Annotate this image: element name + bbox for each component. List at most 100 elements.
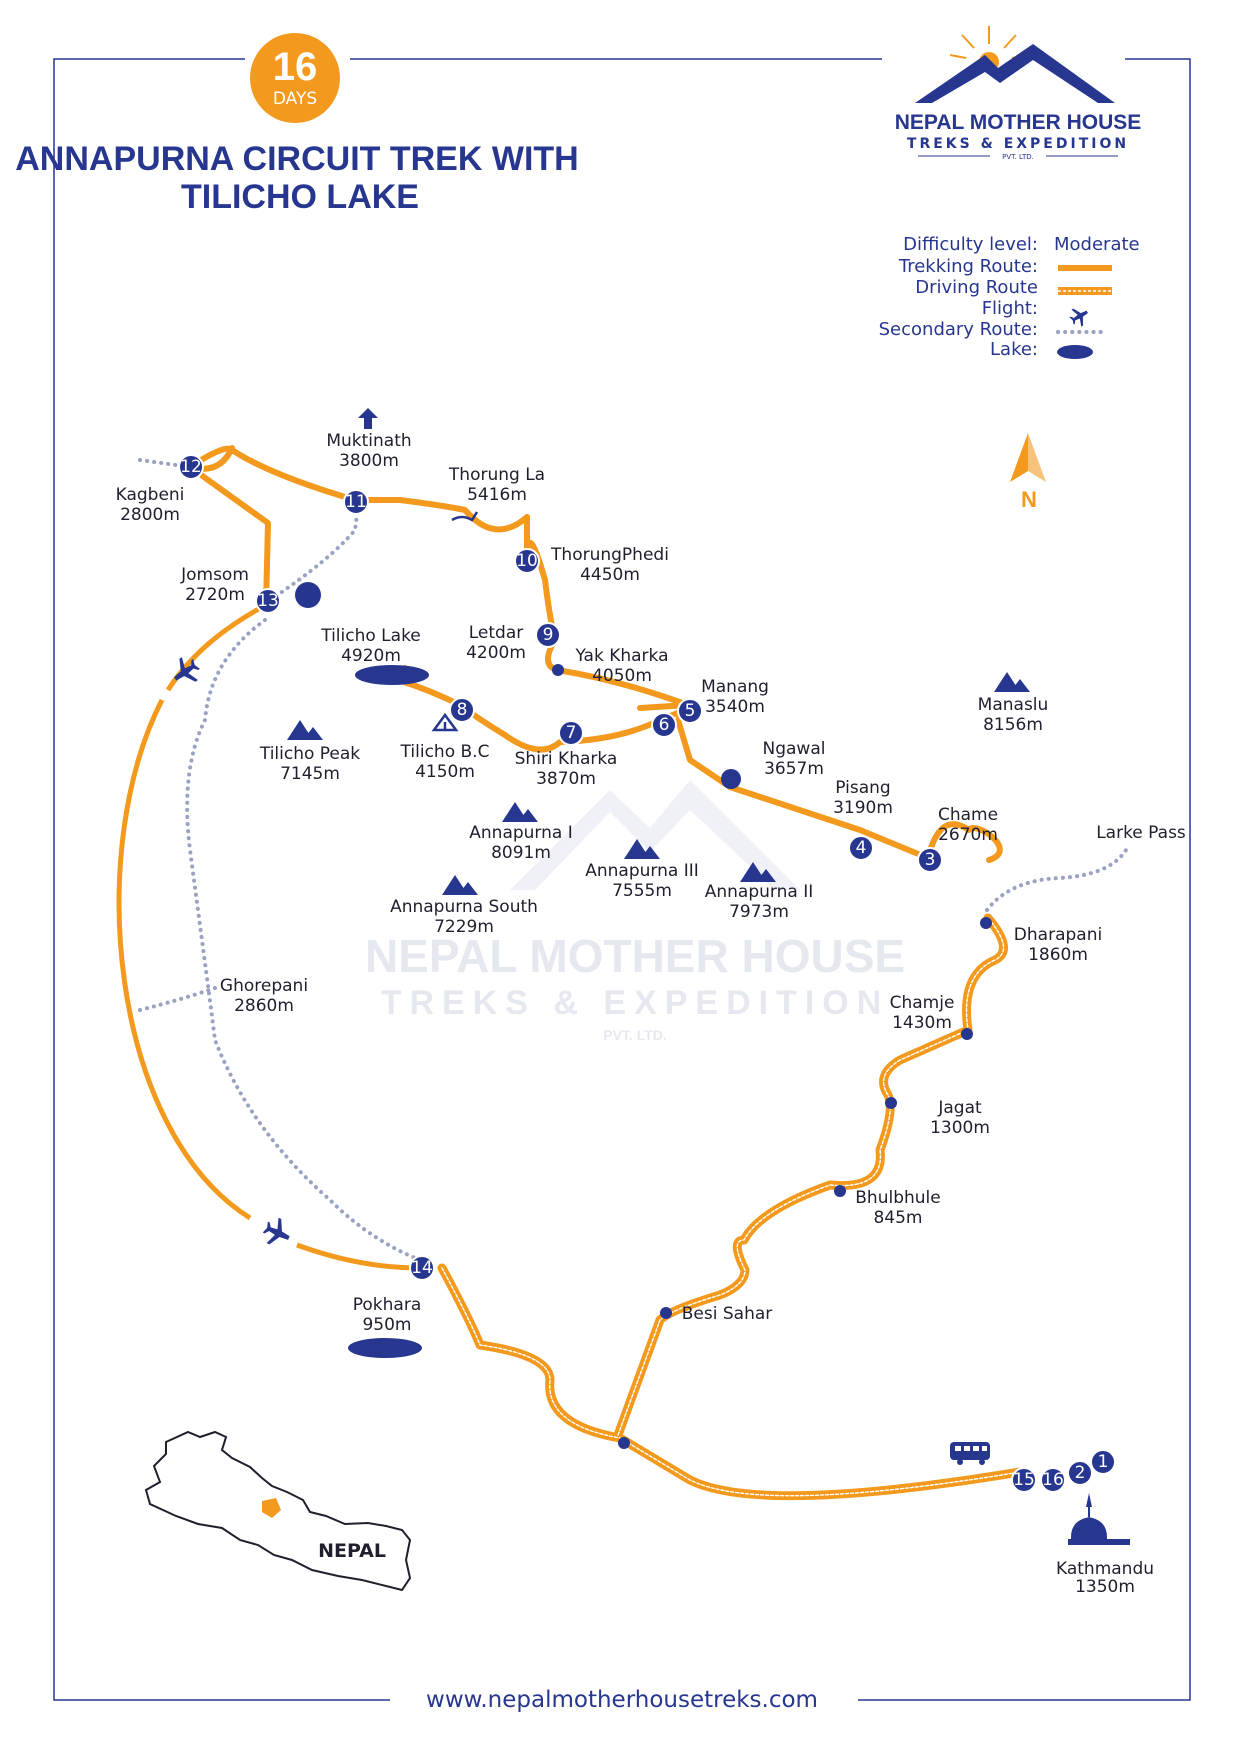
label-muktinath: Muktinath (326, 431, 411, 451)
svg-text:7: 7 (566, 723, 577, 743)
label-larke-pass: Larke Pass (1096, 823, 1186, 843)
legend-difficulty-value: Moderate (1054, 234, 1140, 255)
inset-country-label: NEPAL (318, 1540, 386, 1562)
label-jagat-alt: 1300m (930, 1118, 990, 1138)
label-pisang-alt: 3190m (833, 798, 893, 818)
brand-suffix: PVT. LTD. (1002, 153, 1034, 161)
flight-plane-icon-south (259, 1214, 295, 1251)
stop-marker-9: 9 (535, 622, 561, 648)
label-pisang: Pisang (835, 778, 890, 798)
svg-text:14: 14 (411, 1258, 433, 1278)
stop-marker-6: 6 (651, 712, 677, 738)
watermark: NEPAL MOTHER HOUSE TREKS & EXPEDITION PV… (365, 780, 905, 1043)
stop-marker-5: 5 (677, 698, 703, 724)
label-besi-sahar: Besi Sahar (682, 1304, 773, 1324)
route-dots (552, 664, 992, 1449)
label-manang: Manang (701, 677, 769, 697)
label-thorung-la: Thorung La (448, 465, 545, 485)
label-annapurna-3-alt: 7555m (612, 881, 672, 901)
mountain-icon-manaslu (994, 672, 1030, 692)
legend: Difficulty level: Moderate Trekking Rout… (879, 234, 1140, 360)
label-kagbeni-alt: 2800m (120, 505, 180, 525)
pass-icon (451, 511, 479, 522)
label-tilicho-bc-alt: 4150m (415, 762, 475, 782)
label-kathmandu-alt: 1350m (1075, 1577, 1135, 1597)
svg-text:3: 3 (925, 850, 936, 870)
label-annapurna-2-alt: 7973m (729, 902, 789, 922)
stop-marker-2: 2 (1067, 1460, 1093, 1486)
label-yak-kharka: Yak Kharka (574, 646, 668, 666)
label-jagat: Jagat (937, 1098, 982, 1118)
label-kathmandu: Kathmandu (1056, 1559, 1154, 1579)
label-annapurna-south-alt: 7229m (434, 917, 494, 937)
stop-marker-16: 16 (1040, 1467, 1066, 1493)
website-url[interactable]: www.nepalmotherhousetreks.com (426, 1687, 818, 1713)
place-labels: Muktinath 3800m Thorung La 5416m Kagbeni… (116, 431, 1186, 1597)
tilicho-lake-icon (355, 665, 429, 685)
duration-number: 16 (273, 45, 318, 89)
mountain-icon-annapurna-1 (502, 802, 538, 822)
airport-icon (295, 582, 321, 608)
mountain-icon-annapurna-south (442, 875, 478, 895)
stop-marker-3: 3 (917, 847, 943, 873)
label-pokhara-alt: 950m (362, 1315, 411, 1335)
legend-trekking-label: Trekking Route: (898, 256, 1038, 277)
label-annapurna-1-alt: 8091m (491, 843, 551, 863)
label-shiri-kharka: Shiri Kharka (515, 749, 618, 769)
svg-text:1: 1 (1098, 1452, 1109, 1472)
label-muktinath-alt: 3800m (339, 451, 399, 471)
label-manaslu: Manaslu (978, 695, 1049, 715)
stupa-icon (1068, 1493, 1130, 1545)
label-chamje-alt: 1430m (892, 1013, 952, 1033)
label-bhulbhule: Bhulbhule (855, 1188, 940, 1208)
svg-text:15: 15 (1013, 1470, 1035, 1490)
legend-lake-icon (1057, 345, 1093, 359)
brand-logo: NEPAL MOTHER HOUSE TREKS & EXPEDITION PV… (895, 26, 1142, 161)
svg-text:11: 11 (345, 492, 367, 512)
label-chamje: Chamje (890, 993, 955, 1013)
stop-marker-14: 14 (409, 1255, 435, 1281)
label-chame: Chame (938, 805, 998, 825)
stop-markers: 1 2 3 4 5 6 7 8 9 10 11 12 13 14 15 16 (178, 454, 1116, 1493)
svg-text:NEPAL MOTHER HOUSE: NEPAL MOTHER HOUSE (365, 930, 905, 982)
label-kagbeni: Kagbeni (116, 485, 185, 505)
svg-text:8: 8 (457, 700, 468, 720)
annapurna-region-marker (262, 1498, 281, 1518)
stop-marker-13: 13 (255, 588, 281, 614)
legend-flight-label: Flight: (982, 298, 1038, 319)
label-manaslu-alt: 8156m (983, 715, 1043, 735)
label-tilicho-lake-alt: 4920m (341, 646, 401, 666)
label-thorung-phedi-alt: 4450m (580, 565, 640, 585)
legend-difficulty-label: Difficulty level: (903, 234, 1038, 255)
label-tilicho-lake: Tilicho Lake (320, 626, 421, 646)
legend-plane-icon (1066, 303, 1093, 330)
label-thorung-phedi: ThorungPhedi (550, 545, 669, 565)
label-pokhara: Pokhara (353, 1295, 422, 1315)
svg-text:4: 4 (856, 838, 867, 858)
brand-tagline: TREKS & EXPEDITION (907, 136, 1129, 152)
label-letdar-alt: 4200m (466, 643, 526, 663)
pokhara-lake-icon (348, 1338, 422, 1358)
label-ghorepani: Ghorepani (220, 976, 308, 996)
label-manang-alt: 3540m (705, 697, 765, 717)
label-shiri-kharka-alt: 3870m (536, 769, 596, 789)
brand-name: NEPAL MOTHER HOUSE (895, 111, 1142, 134)
stop-marker-11: 11 (343, 489, 369, 515)
legend-secondary-label: Secondary Route: (879, 319, 1038, 340)
svg-text:16: 16 (1042, 1470, 1064, 1490)
label-bhulbhule-alt: 845m (873, 1208, 922, 1228)
stop-marker-10: 10 (514, 548, 540, 574)
map-title-line2: TILICHO LAKE (181, 178, 419, 216)
nepal-inset-map: NEPAL (144, 1430, 412, 1592)
label-letdar: Letdar (469, 623, 524, 643)
north-label: N (1021, 487, 1037, 512)
stop-marker-8: 8 (449, 697, 475, 723)
label-tilicho-peak: Tilicho Peak (259, 744, 360, 764)
north-arrow: N (1010, 433, 1046, 512)
legend-driving-label: Driving Route (915, 277, 1038, 298)
legend-lake-label: Lake: (990, 339, 1038, 360)
label-ngawal: Ngawal (763, 739, 826, 759)
label-dharapani-alt: 1860m (1028, 945, 1088, 965)
muktinath-temple-icon (358, 408, 378, 429)
